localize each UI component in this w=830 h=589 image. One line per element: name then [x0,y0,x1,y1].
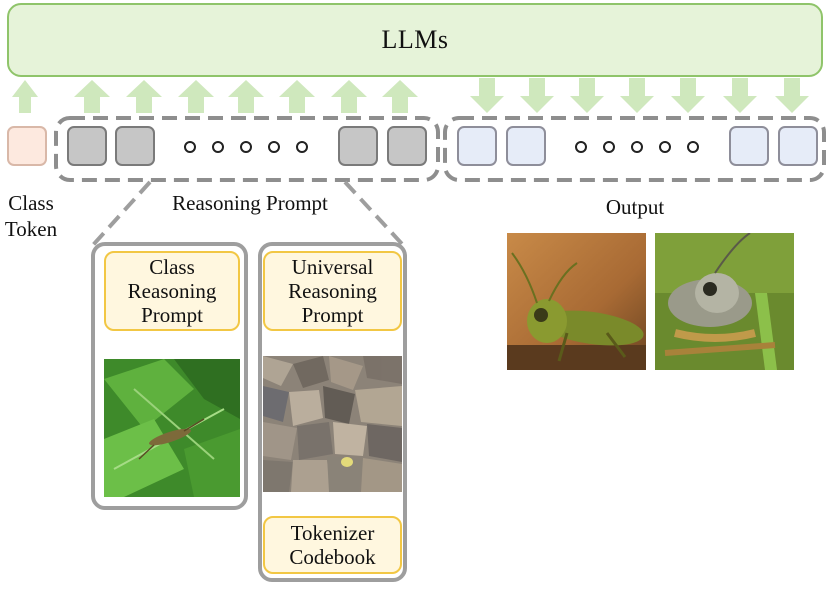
ellipsis-dot [575,141,587,153]
up-arrow [382,80,418,113]
leader-line-left [91,180,152,247]
prompt-token [387,126,427,166]
ellipsis-dot [603,141,615,153]
class-reasoning-prompt-box: Class Reasoning Prompt [104,251,240,331]
down-arrow [723,78,757,113]
output-token [457,126,497,166]
grasshopper-leaf-image [104,359,240,497]
down-arrow [520,78,554,113]
llm-label: LLMs [381,25,449,54]
ellipsis-dot [184,141,196,153]
reasoning-prompt-group [54,116,440,182]
ellipsis-dot [240,141,252,153]
up-arrow [12,80,38,113]
ellipsis-dot [268,141,280,153]
down-arrow [620,78,654,113]
output-token [729,126,769,166]
prompt-token [115,126,155,166]
output-grasshopper-image-1 [507,233,646,370]
output-token [778,126,818,166]
class-token [7,126,47,166]
up-arrow [178,80,214,113]
ellipsis-dot [659,141,671,153]
up-arrows [12,80,418,113]
ellipsis-dot [212,141,224,153]
class-token-label: Class Token [4,191,58,241]
ellipsis-dot [631,141,643,153]
tokenizer-codebook-box: Tokenizer Codebook [263,516,402,574]
down-arrow [775,78,809,113]
down-arrow [570,78,604,113]
down-arrow [671,78,705,113]
output-token [506,126,546,166]
llm-block: LLMs [7,3,823,77]
ellipsis-dot [296,141,308,153]
leader-line-right [343,180,405,247]
down-arrow [470,78,504,113]
prompt-token [338,126,378,166]
up-arrow [74,80,110,113]
up-arrow [126,80,162,113]
codebook-texture-image [263,356,402,492]
up-arrow [228,80,264,113]
output-label: Output [605,195,665,219]
down-arrows [470,78,809,113]
up-arrow [331,80,367,113]
reasoning-prompt-label: Reasoning Prompt [172,191,328,215]
up-arrow [279,80,315,113]
ellipsis-dot [687,141,699,153]
prompt-token [67,126,107,166]
output-group [443,116,826,182]
universal-reasoning-prompt-box: Universal Reasoning Prompt [263,251,402,331]
output-grasshopper-image-2 [655,233,794,370]
